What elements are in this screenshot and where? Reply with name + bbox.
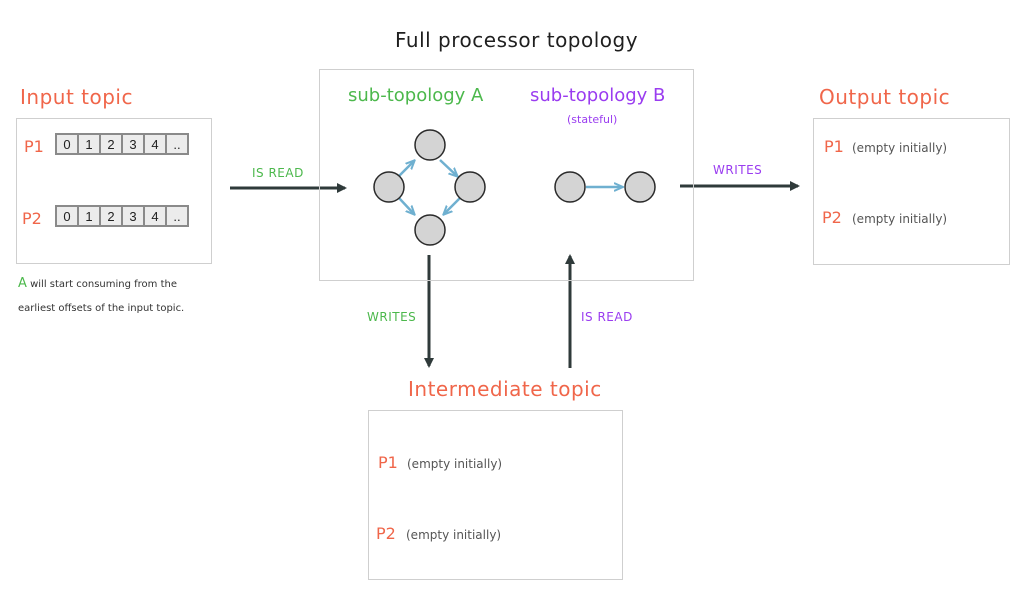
output-p2-status: (empty initially)	[852, 212, 948, 226]
sub-topology-b-qualifier: (stateful)	[567, 113, 618, 126]
node-a-right	[454, 171, 486, 203]
intermediate-p1-label: P1	[378, 453, 398, 472]
offset-cell: 1	[79, 135, 99, 153]
edge-a-left-top	[398, 161, 414, 177]
offset-cell: 3	[123, 135, 143, 153]
node-a-top	[414, 129, 446, 161]
offset-cell: 4	[145, 135, 165, 153]
offset-cell: 4	[145, 207, 165, 225]
edge-a-left-bottom	[398, 197, 414, 214]
intermediate-topic-title: Intermediate topic	[408, 377, 602, 401]
edge-a-right-bottom	[444, 197, 461, 214]
node-b-sink	[624, 171, 656, 203]
sub-topology-b-label: sub-topology B	[530, 85, 666, 106]
offset-cell: 1	[79, 207, 99, 225]
edge-label-intermediate-read: IS READ	[581, 310, 633, 324]
node-a-left	[373, 171, 405, 203]
offset-cell: 2	[101, 207, 121, 225]
output-topic-title: Output topic	[819, 85, 951, 109]
note-line1: will start consuming from the	[26, 279, 177, 290]
processor-topology-box	[319, 69, 694, 281]
sub-topology-a-label: sub-topology A	[348, 85, 484, 106]
offset-cell: ..	[167, 207, 187, 225]
input-topic-title: Input topic	[20, 85, 133, 109]
node-b-source	[554, 171, 586, 203]
diagram-title: Full processor topology	[395, 28, 639, 52]
node-a-bottom	[414, 214, 446, 246]
intermediate-p2-label: P2	[376, 524, 396, 543]
offset-cell: 0	[57, 135, 77, 153]
edge-label-output-write: WRITES	[713, 163, 763, 177]
offset-cell: 0	[57, 207, 77, 225]
edge-a-top-right	[439, 159, 457, 176]
input-p2-offsets: 0 1 2 3 4 ..	[55, 205, 189, 227]
note-highlight: A	[18, 276, 27, 291]
input-p1-label: P1	[24, 137, 44, 156]
edge-label-intermediate-write: WRITES	[367, 310, 417, 324]
offset-cell: 3	[123, 207, 143, 225]
note-line2: earliest offsets of the input topic.	[18, 303, 185, 314]
offset-cell: 2	[101, 135, 121, 153]
edge-label-input-read: IS READ	[252, 166, 304, 180]
output-p1-status: (empty initially)	[852, 141, 948, 155]
input-note: A will start consuming from the earliest…	[18, 272, 238, 321]
intermediate-p1-status: (empty initially)	[407, 457, 503, 471]
output-p2-label: P2	[822, 208, 842, 227]
input-p2-label: P2	[22, 209, 42, 228]
offset-cell: ..	[167, 135, 187, 153]
intermediate-p2-status: (empty initially)	[406, 528, 502, 542]
input-p1-offsets: 0 1 2 3 4 ..	[55, 133, 189, 155]
output-p1-label: P1	[824, 137, 844, 156]
intermediate-topic-box	[368, 410, 623, 580]
output-topic-box	[813, 118, 1010, 265]
